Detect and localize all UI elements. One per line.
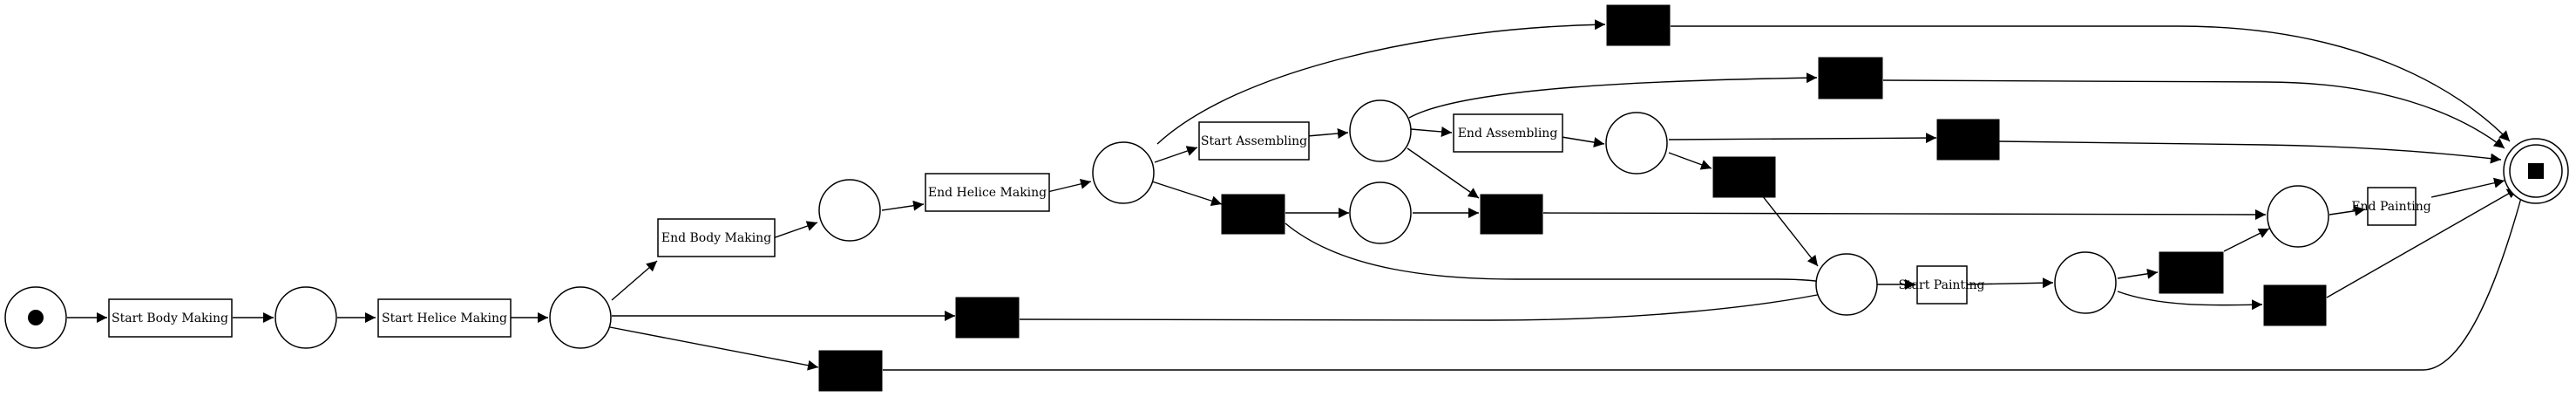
place [1605, 112, 1668, 175]
arc [2329, 205, 2366, 216]
end-helice-making-transition [925, 173, 1050, 212]
place [1815, 253, 1878, 316]
arc [1761, 195, 1819, 267]
final-token [2528, 163, 2544, 179]
start-body-making-label: Start Body Making [112, 311, 228, 325]
arc [883, 188, 2526, 371]
arc [2117, 268, 2159, 279]
arc [2326, 188, 2518, 298]
start-helice-making-label: Start Helice Making [382, 311, 507, 325]
arc [1019, 289, 1831, 321]
start-body-making-transition [108, 298, 233, 338]
silent-transition [1712, 156, 1776, 198]
transitions: Start Body Making Start Helice Making En… [108, 113, 2431, 338]
silent-transition [955, 297, 1020, 339]
arc [1156, 19, 1606, 145]
arc [1671, 25, 2511, 142]
end-body-making-label: End Body Making [661, 231, 771, 245]
arc [1965, 277, 2054, 289]
arc [611, 260, 658, 301]
start-helice-making-transition [377, 298, 512, 338]
arc [1561, 136, 1605, 147]
arc [609, 326, 819, 371]
arc [1407, 147, 1480, 199]
arc [1668, 133, 1937, 144]
arc [881, 200, 925, 211]
arc [772, 221, 818, 239]
silent-transition [1606, 4, 1671, 46]
end-helice-making-label: End Helice Making [928, 186, 1047, 200]
place [2054, 251, 2117, 314]
end-assembling-transition [1453, 113, 1563, 153]
end-painting-label: End Painting [2351, 200, 2430, 214]
start-painting-label: Start Painting [1898, 278, 1984, 292]
places [4, 99, 2569, 349]
silent-transition [2159, 251, 2224, 294]
arc [2117, 291, 2263, 311]
silent-transition [2263, 284, 2327, 326]
place [275, 286, 337, 349]
arc [1154, 146, 1198, 163]
arc [1408, 72, 1818, 119]
arc [1306, 128, 1349, 139]
end-body-making-transition [657, 218, 776, 257]
place [549, 286, 612, 349]
start-assembling-transition [1198, 121, 1310, 161]
arc [1285, 222, 1829, 287]
arc [2223, 228, 2270, 252]
place [1092, 141, 1155, 204]
arc [1542, 209, 2267, 220]
start-assembling-label: Start Assembling [1201, 134, 1307, 148]
silent-transition [1480, 194, 1543, 235]
silent-transition [1936, 119, 2000, 161]
arcs [67, 19, 2526, 371]
arc [1151, 181, 1223, 206]
silent-transition [1221, 194, 1285, 235]
end-assembling-label: End Assembling [1458, 127, 1558, 140]
place [2267, 185, 2329, 248]
start-painting-transition [1916, 265, 1968, 305]
place [1349, 99, 1412, 162]
silent-transition [818, 350, 883, 392]
arc [1410, 127, 1453, 137]
arc [1047, 178, 1092, 193]
end-painting-transition [2367, 187, 2417, 226]
token [28, 310, 44, 325]
arc [2430, 177, 2505, 198]
silent-transitions [818, 4, 2327, 392]
arc [1882, 79, 2505, 149]
arc [1668, 152, 1712, 170]
place [818, 179, 881, 242]
place [1349, 181, 1412, 244]
arc [1998, 140, 2502, 164]
silent-transition [1818, 57, 1883, 99]
